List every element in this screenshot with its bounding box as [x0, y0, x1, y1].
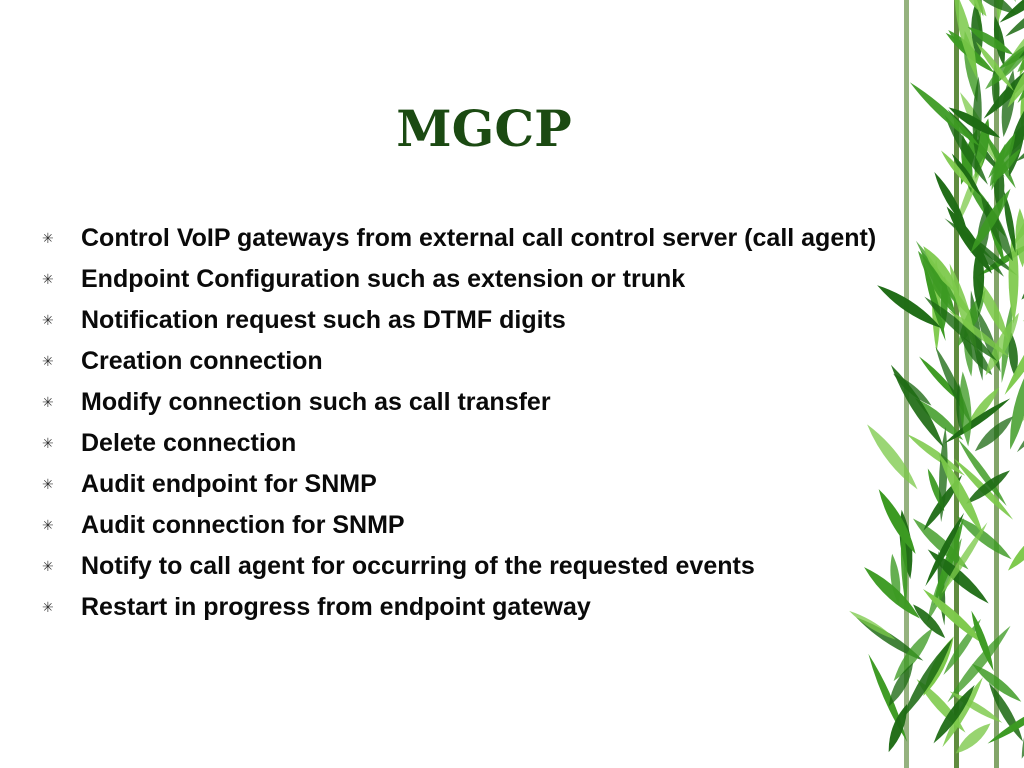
list-item: ✳ Notify to call agent for occurring of …: [40, 550, 900, 582]
list-item: ✳ Audit endpoint for SNMP: [40, 468, 900, 500]
bullet-text: Restart in progress from endpoint gatewa…: [81, 593, 591, 621]
bullet-text: Endpoint Configuration such as extension…: [81, 265, 686, 293]
bullet-text: Notification request such as DTMF digits: [81, 306, 566, 334]
asterisk-bullet-icon: ✳: [42, 435, 54, 451]
bullet-text: Notify to call agent for occurring of th…: [81, 552, 755, 580]
asterisk-bullet-icon: ✳: [42, 599, 54, 615]
asterisk-bullet-icon: ✳: [42, 230, 54, 246]
list-item: ✳ Creation connection: [40, 345, 900, 377]
bullet-text: Audit connection for SNMP: [81, 511, 405, 539]
list-item: ✳ Endpoint Configuration such as extensi…: [40, 263, 900, 295]
list-item: ✳ Restart in progress from endpoint gate…: [40, 591, 900, 623]
asterisk-bullet-icon: ✳: [42, 271, 54, 287]
list-item: ✳ Control VoIP gateways from external ca…: [40, 222, 900, 254]
slide-title: MGCP: [396, 99, 572, 158]
asterisk-bullet-icon: ✳: [42, 517, 54, 533]
asterisk-bullet-icon: ✳: [42, 353, 54, 369]
asterisk-bullet-icon: ✳: [42, 312, 54, 328]
bullet-list: ✳ Control VoIP gateways from external ca…: [40, 222, 900, 632]
bullet-text: Delete connection: [81, 429, 297, 457]
bullet-text: Modify connection such as call transfer: [81, 388, 551, 416]
bullet-text: Creation connection: [81, 347, 323, 375]
asterisk-bullet-icon: ✳: [42, 476, 54, 492]
list-item: ✳ Modify connection such as call transfe…: [40, 386, 900, 418]
list-item: ✳ Delete connection: [40, 427, 900, 459]
list-item: ✳ Audit connection for SNMP: [40, 509, 900, 541]
bullet-text: Control VoIP gateways from external call…: [81, 224, 877, 252]
bamboo-leaves-icon: [849, 0, 1024, 768]
asterisk-bullet-icon: ✳: [42, 558, 54, 574]
list-item: ✳ Notification request such as DTMF digi…: [40, 304, 900, 336]
asterisk-bullet-icon: ✳: [42, 394, 54, 410]
bullet-text: Audit endpoint for SNMP: [81, 470, 377, 498]
